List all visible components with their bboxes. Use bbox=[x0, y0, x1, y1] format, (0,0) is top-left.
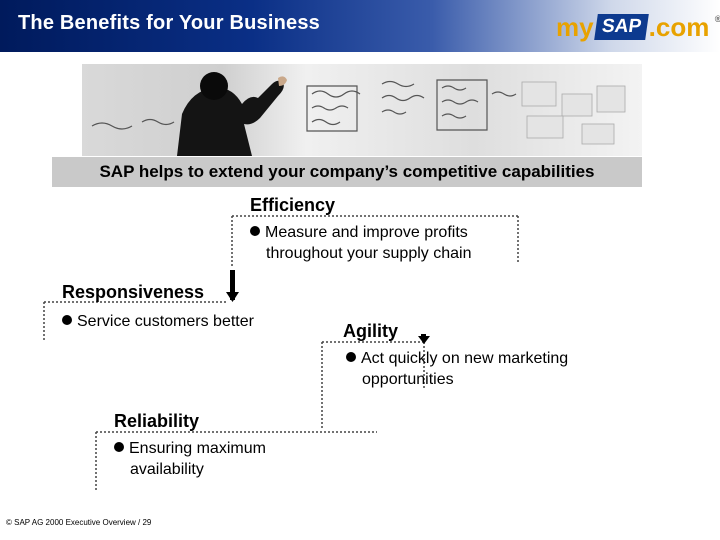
bullet-icon bbox=[114, 442, 124, 452]
footer-copyright: © SAP AG 2000 Executive Overview / 29 bbox=[6, 518, 152, 527]
whiteboard-photo bbox=[82, 64, 642, 156]
bullet-icon bbox=[62, 315, 72, 325]
responsiveness-heading: Responsiveness bbox=[62, 282, 205, 302]
title-bar: The Benefits for Your Business my SAP . … bbox=[0, 0, 720, 52]
reliability-line1: Ensuring maximum bbox=[129, 440, 266, 457]
logo-com: com bbox=[655, 11, 710, 42]
efficiency-heading: Efficiency bbox=[250, 195, 336, 215]
logo-registered: ® bbox=[714, 14, 720, 24]
agility-heading: Agility bbox=[343, 321, 399, 341]
agility-bullet: Act quickly on new marketing opportuniti… bbox=[346, 348, 568, 390]
mysap-logo: my SAP . com ® bbox=[556, 10, 720, 44]
bullet-icon bbox=[250, 226, 260, 236]
efficiency-line1: Measure and improve profits bbox=[265, 224, 468, 241]
reliability-bullet: Ensuring maximum availability bbox=[114, 438, 266, 480]
subtitle-band: SAP helps to extend your company’s compe… bbox=[52, 157, 642, 187]
efficiency-line2: throughout your supply chain bbox=[266, 245, 472, 262]
reliability-heading: Reliability bbox=[114, 411, 200, 431]
bullet-icon bbox=[346, 352, 356, 362]
logo-my: my bbox=[556, 11, 594, 42]
efficiency-bullet: Measure and improve profits throughout y… bbox=[250, 222, 471, 264]
logo-dot: . bbox=[648, 11, 656, 42]
reliability-line2: availability bbox=[130, 461, 204, 478]
responsiveness-line1: Service customers better bbox=[77, 313, 254, 330]
agility-line2: opportunities bbox=[362, 371, 454, 388]
agility-line1: Act quickly on new marketing bbox=[361, 350, 569, 367]
slide-title: The Benefits for Your Business bbox=[18, 12, 320, 34]
responsiveness-bullet: Service customers better bbox=[62, 311, 254, 332]
